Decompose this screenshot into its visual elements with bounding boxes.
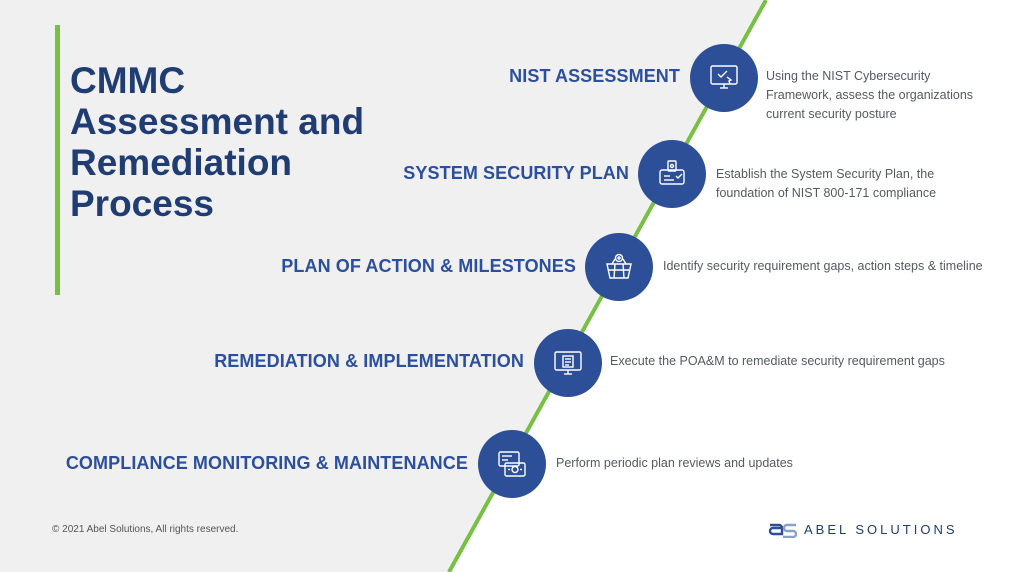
step-title-plan-of-action: PLAN OF ACTION & MILESTONES	[281, 256, 576, 276]
abel-logo-icon	[768, 523, 798, 538]
step-title-compliance-monitoring: COMPLIANCE MONITORING & MAINTENANCE	[65, 453, 468, 473]
security-document-icon	[659, 160, 685, 185]
cards-icon	[498, 451, 526, 477]
step-desc-plan-of-action: Identify security requirement gaps, acti…	[663, 259, 983, 273]
step-desc-nist-assessment: Using the NIST Cybersecurity Framework, …	[766, 69, 974, 121]
page-title: CMMC Assessment and Remediation Process	[70, 60, 365, 224]
step-title-remediation: REMEDIATION & IMPLEMENTATION	[214, 351, 524, 371]
step-circle-remediation	[534, 329, 602, 397]
step-desc-system-security-plan: Establish the System Security Plan, the …	[716, 167, 937, 200]
step-desc-compliance-monitoring: Perform periodic plan reviews and update…	[556, 456, 793, 470]
logo-text: ABEL SOLUTIONS	[804, 521, 958, 537]
step-circle-plan-of-action	[585, 233, 653, 301]
monitor-check-icon	[710, 65, 738, 89]
copyright-footer: © 2021 Abel Solutions, All rights reserv…	[52, 524, 239, 535]
step-circle-nist-assessment	[690, 44, 758, 112]
basket-plus-icon	[606, 253, 632, 279]
title-accent-bar	[55, 25, 60, 295]
step-title-system-security-plan: SYSTEM SECURITY PLAN	[403, 163, 629, 183]
step-title-nist-assessment: NIST ASSESSMENT	[509, 66, 680, 86]
step-circle-compliance-monitoring	[478, 430, 546, 498]
company-logo: ABEL SOLUTIONS	[768, 520, 958, 538]
step-desc-remediation: Execute the POA&M to remediate security …	[610, 354, 945, 368]
step-circle-system-security-plan	[638, 140, 706, 208]
monitor-document-icon	[554, 351, 582, 375]
